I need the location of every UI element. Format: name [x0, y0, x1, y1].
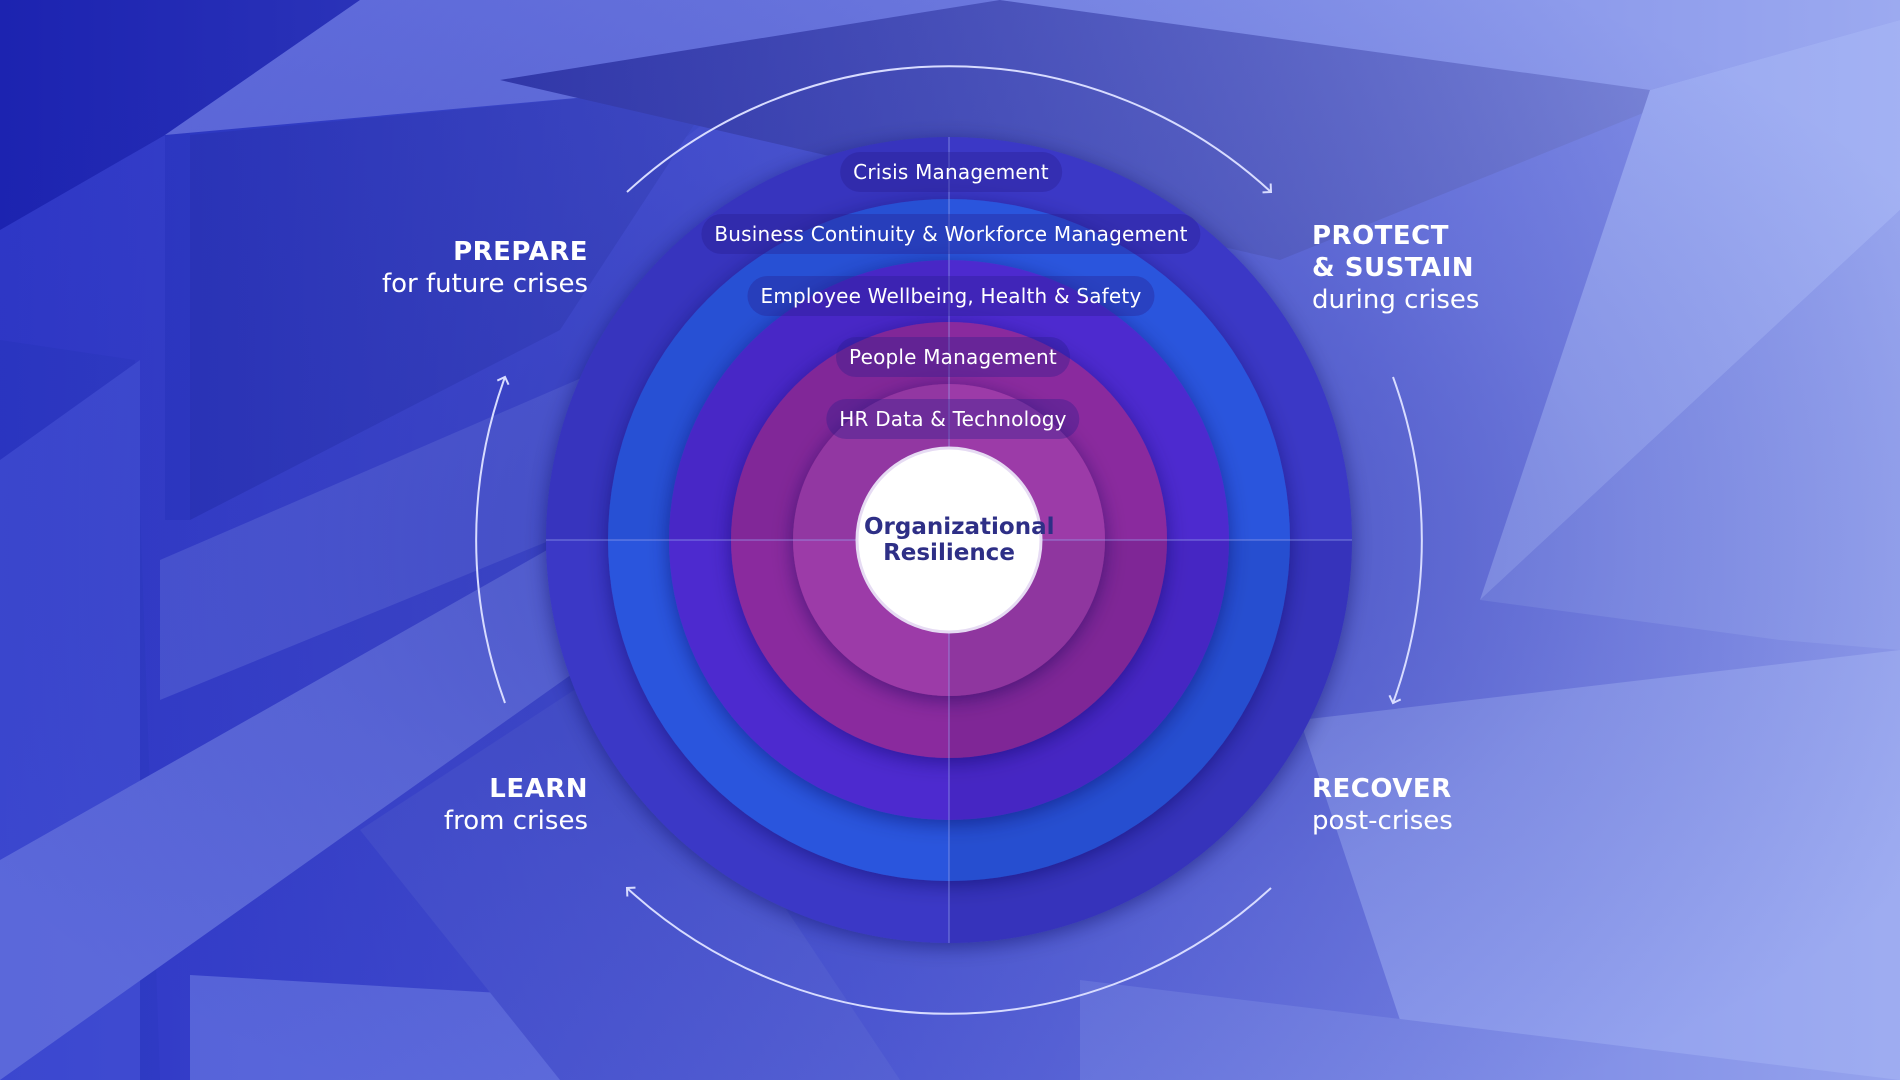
phase-recover: RECOVER post-crises: [1312, 773, 1453, 837]
phase-learn-head: LEARN: [489, 774, 588, 804]
phase-learn-sub: from crises: [443, 806, 588, 836]
center-title-line2: Resilience: [883, 540, 1015, 566]
phase-prepare-sub: for future crises: [382, 269, 588, 299]
phase-recover-head: RECOVER: [1312, 774, 1452, 804]
ring-label-crisis-management: Crisis Management: [840, 152, 1062, 192]
arrow-learn-to-prepare: [475, 375, 510, 704]
phase-protect: PROTECT & SUSTAIN during crises: [1312, 220, 1479, 316]
phase-prepare: PREPARE for future crises: [382, 236, 588, 300]
ring-label-employee-wellbeing: Employee Wellbeing, Health & Safety: [747, 276, 1155, 316]
phase-learn: LEARN from crises: [444, 773, 588, 837]
ring-label-hr-data-technology: HR Data & Technology: [826, 399, 1080, 439]
center-circle: [855, 446, 1043, 634]
arrow-protect-to-recover: [1388, 376, 1423, 705]
ring-label-business-continuity: Business Continuity & Workforce Manageme…: [701, 214, 1201, 254]
phase-protect-head-line2: & SUSTAIN: [1312, 253, 1475, 283]
phase-protect-head-line1: PROTECT: [1312, 221, 1449, 251]
phase-prepare-head: PREPARE: [453, 237, 588, 267]
center-title-line1: Organizational: [864, 514, 1055, 540]
phase-recover-sub: post-crises: [1312, 806, 1453, 836]
ring-label-people-management: People Management: [836, 337, 1070, 377]
phase-protect-sub: during crises: [1312, 285, 1480, 315]
center-title: Organizational Resilience: [864, 514, 1055, 566]
arrow-recover-to-learn: [625, 886, 1272, 1015]
arrow-prepare-to-protect: [626, 65, 1273, 194]
